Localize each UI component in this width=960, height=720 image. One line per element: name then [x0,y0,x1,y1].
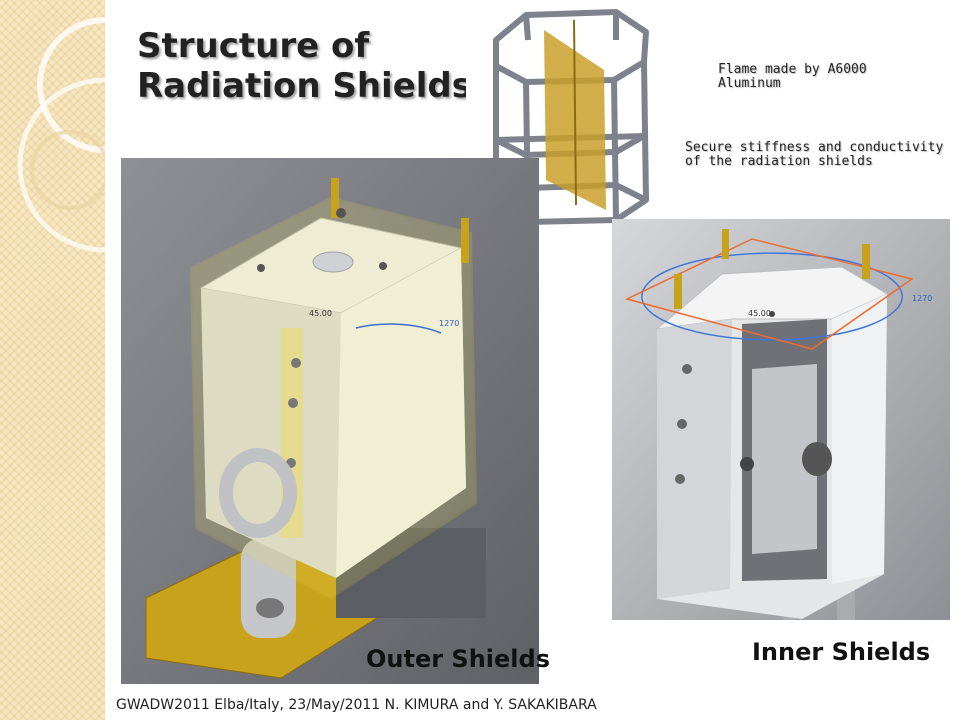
outer-shields-label: Outer Shields [366,645,550,673]
stiffness-note-line-2: of the radiation shields [685,154,873,169]
footer-credits: GWADW2011 Elba/Italy, 23/May/2011 N. KIM… [116,697,597,713]
inner-shields-label: Inner Shields [752,638,931,666]
title-line-1: Structure of [137,26,370,66]
outer-shields-image: 45.00 1270 [121,158,539,684]
stiffness-note-line-1: Secure stiffness and conductivity [685,140,944,155]
frame-note-line-1: Flame made by A6000 [718,62,867,77]
slide-title: Structure of Radiation Shields [137,26,472,106]
inner-shields-image: 45.00 1270 [612,219,950,620]
stiffness-note: Secure stiffness and conductivity of the… [685,141,943,169]
frame-note: Flame made by A6000 Aluminum [718,63,867,91]
inner-diameter-dimension: 1270 [912,294,932,303]
outer-diameter-dimension: 1270 [439,319,459,328]
decorative-side-band [0,0,105,720]
title-line-2: Radiation Shields [137,66,473,106]
decorative-rings [17,17,105,253]
frame-note-line-2: Aluminum [718,76,781,91]
outer-angle-dimension: 45.00 [309,309,332,318]
inner-angle-dimension: 45.00 [748,309,771,318]
